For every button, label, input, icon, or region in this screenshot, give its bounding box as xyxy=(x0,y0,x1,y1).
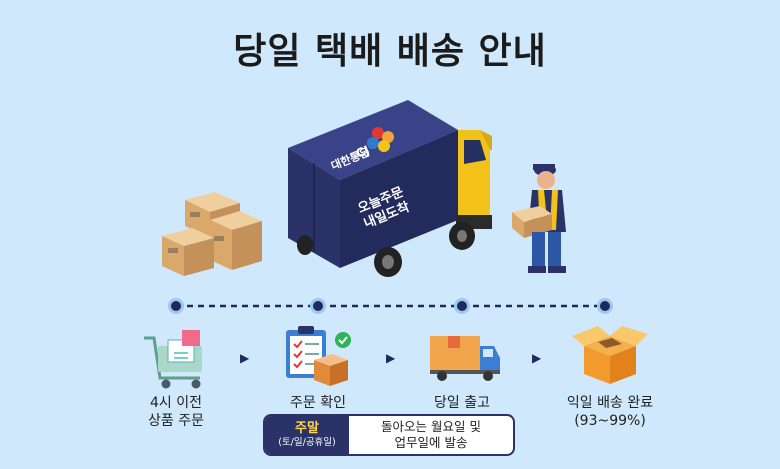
step-2-label: 주문 확인 xyxy=(248,394,388,412)
timeline-dot-2 xyxy=(310,298,326,314)
step-4-line1: 익일 배송 완료 xyxy=(566,395,654,411)
weekend-label: 주말 xyxy=(295,421,319,436)
shopping-cart-icon xyxy=(144,330,202,389)
weekend-message: 돌아오는 월요일 및 업무일에 발송 xyxy=(349,416,513,454)
delivery-truck-icon xyxy=(430,336,500,381)
truck-logo-text: CJ xyxy=(354,143,372,161)
step-4-line2: (93~99%) xyxy=(574,413,646,429)
arrow-icon: ▶ xyxy=(532,351,542,365)
page-title: 당일 택배 배송 안내 xyxy=(233,31,547,72)
weekend-notice: 주말 (토/일/공휴일) 돌아오는 월요일 및 업무일에 발송 xyxy=(263,414,515,456)
weekend-badge: 주말 (토/일/공휴일) xyxy=(265,416,349,454)
cj-truck-icon: CJ 대한통운 오늘주문 내일도착 xyxy=(288,100,492,277)
delivery-person-icon xyxy=(512,164,566,273)
step-3-line1: 당일 출고 xyxy=(434,395,490,411)
step-3-label: 당일 출고 xyxy=(392,394,532,412)
step-1-line1: 4시 이전 xyxy=(150,395,202,411)
timeline-dot-1 xyxy=(168,298,184,314)
box-stack-icon xyxy=(162,192,262,276)
step-1-line2: 상품 주문 xyxy=(148,413,204,429)
clipboard-check-icon xyxy=(286,326,351,386)
open-box-icon xyxy=(572,326,648,384)
delivery-illustration: CJ 대한통운 오늘주문 내일도착 xyxy=(162,100,566,277)
step-2-line1: 주문 확인 xyxy=(290,395,346,411)
weekend-message-line1: 돌아오는 월요일 및 xyxy=(381,419,481,434)
weekend-message-line2: 업무일에 발송 xyxy=(394,435,468,450)
arrow-icon: ▶ xyxy=(240,351,250,365)
timeline-dot-4 xyxy=(597,298,613,314)
step-1-label: 4시 이전 상품 주문 xyxy=(106,394,246,430)
timeline-dot-3 xyxy=(454,298,470,314)
step-4-label: 익일 배송 완료 (93~99%) xyxy=(540,394,680,430)
arrow-icon: ▶ xyxy=(386,351,396,365)
weekend-sublabel: (토/일/공휴일) xyxy=(278,437,336,448)
